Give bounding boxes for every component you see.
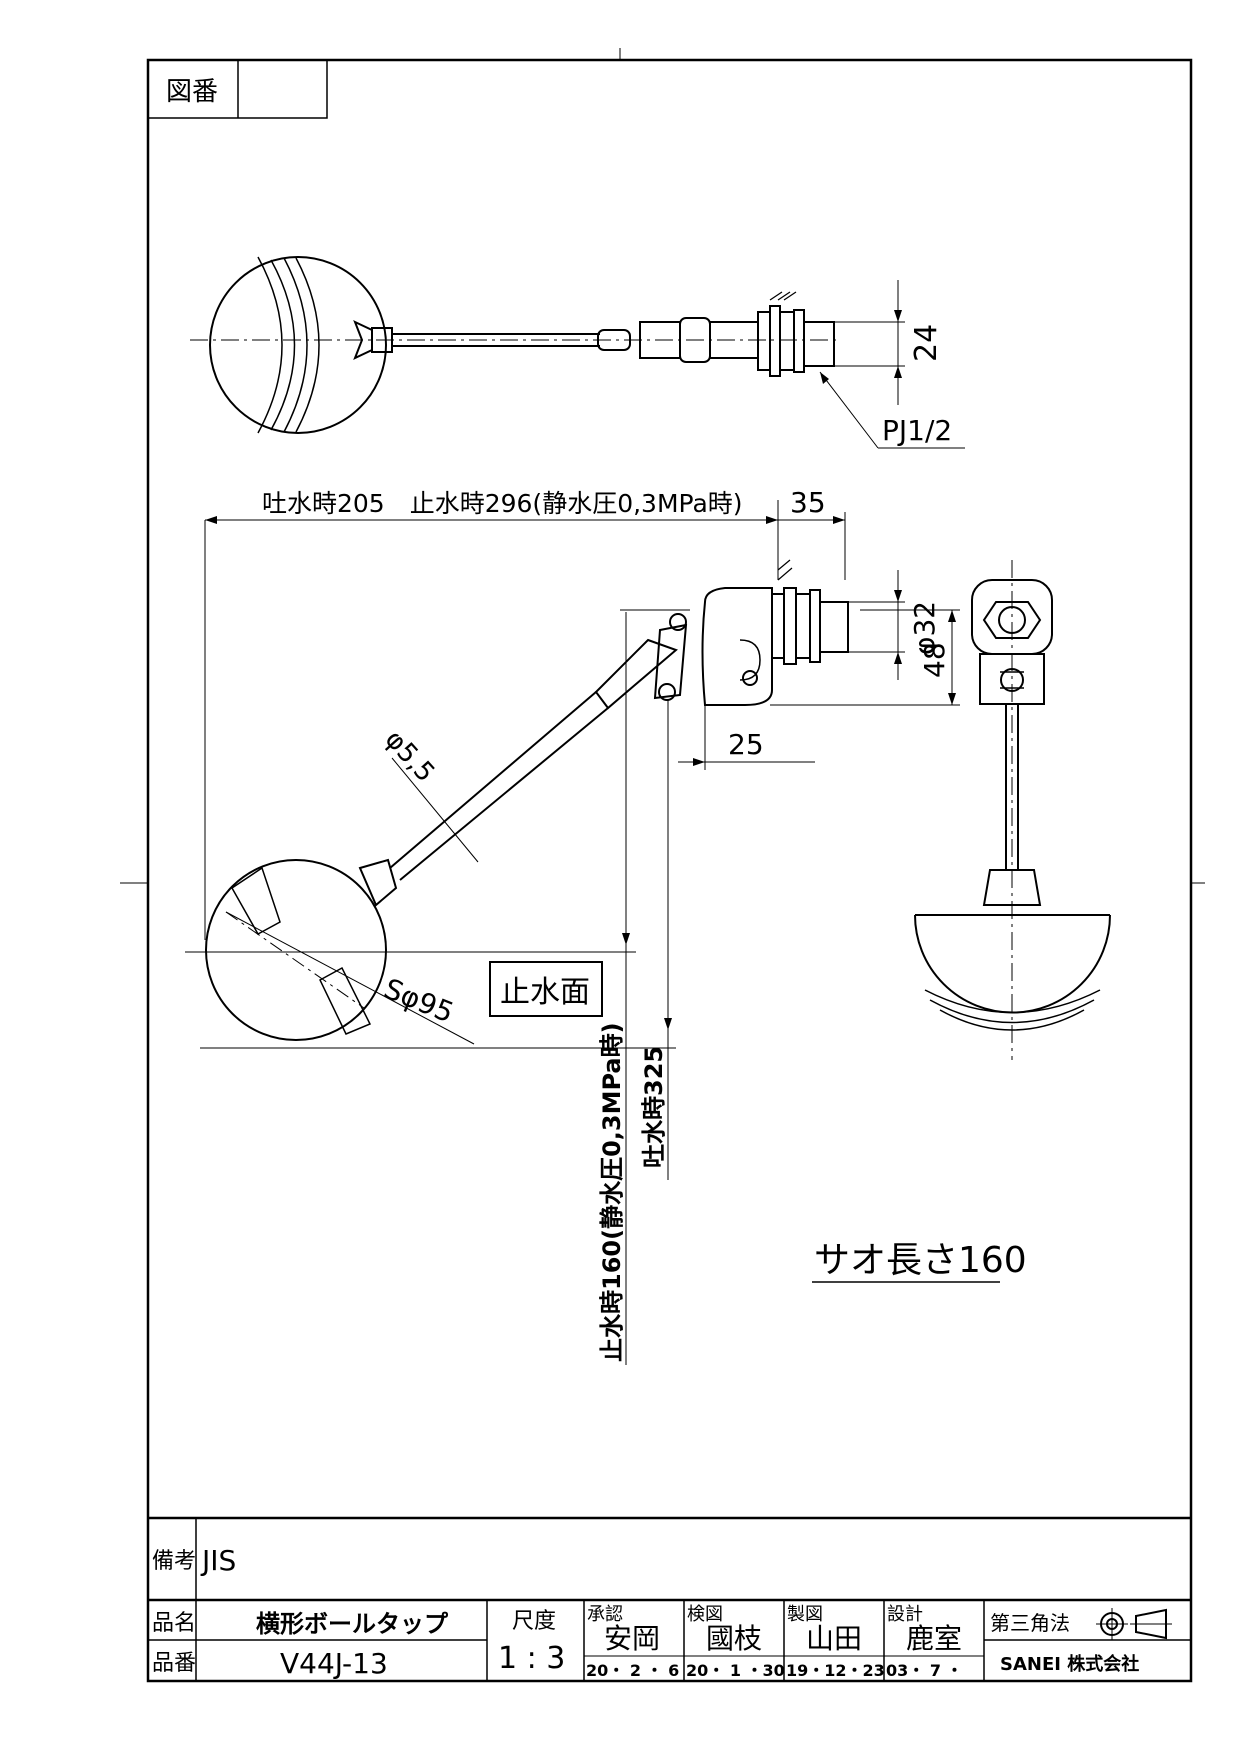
product-name-value: 横形ボールタップ <box>256 1610 449 1638</box>
drawing-border <box>146 58 1193 1683</box>
scale-label: 尺度 <box>512 1609 556 1634</box>
company-name: SANEI 株式会社 <box>1000 1653 1139 1675</box>
projection-label: 第三角法 <box>990 1611 1070 1635</box>
remarks-label: 備考 <box>152 1549 196 1574</box>
third-angle-projection-icon <box>1096 1608 1172 1640</box>
title-block: 備考 JIS 品名 横形ボールタップ 品番 V44J-13 尺度 1 : 3 承… <box>148 1516 1191 1681</box>
water-level-box <box>489 961 603 1017</box>
vertical-dimension-open: 吐水時325 <box>640 1046 668 1168</box>
drawing-number-box: 図番 <box>147 59 328 119</box>
product-name-label: 品名 <box>152 1611 196 1636</box>
designed-label: 設計 <box>887 1604 923 1625</box>
thread-callout: PJ1/2 <box>882 414 952 447</box>
vertical-dimension-closed: 止水時160(静水圧0,3MPa時) <box>598 1022 626 1362</box>
rod-diameter-dimension: φ5,5 <box>379 725 440 789</box>
part-number-value: V44J-13 <box>280 1647 388 1680</box>
part-number-label: 品番 <box>152 1651 196 1676</box>
horizontal-dimension: 吐水時205 止水時296(静水圧0,3MPa時) <box>262 489 743 518</box>
approved-name: 安岡 <box>604 1622 660 1655</box>
approved-date: 20・ 2 ・ 6 <box>586 1661 679 1680</box>
designed-name: 鹿室 <box>906 1622 962 1655</box>
scale-value: 1 : 3 <box>498 1641 565 1676</box>
height-dimension: 48 <box>918 642 951 678</box>
drawing-number-label: 図番 <box>166 77 218 107</box>
side-view <box>914 560 1111 1060</box>
approved-label: 承認 <box>587 1604 623 1625</box>
body-length-dimension: 35 <box>790 486 826 519</box>
rod-length-note: サオ長さ160 <box>814 1240 1027 1281</box>
thread-dimension-24: 24 <box>909 324 944 362</box>
offset-dimension: 25 <box>728 728 764 761</box>
water-level-label: 止水面 <box>500 975 590 1010</box>
checked-date: 20・ 1 ・30 <box>686 1661 785 1680</box>
checked-label: 検図 <box>687 1604 723 1625</box>
remarks-value: JIS <box>200 1544 236 1577</box>
ball-diameter-dimension: Sφ95 <box>379 972 458 1030</box>
drawn-date: 19・12・23 <box>786 1661 885 1680</box>
checked-name: 國枝 <box>706 1622 762 1655</box>
designed-date: 03・ 7 ・ <box>886 1661 963 1680</box>
front-view: 吐水時205 止水時296(静水圧0,3MPa時) 35 φ32 48 <box>185 486 960 1365</box>
drawn-label: 製図 <box>787 1604 823 1625</box>
top-view: 24 PJ1/2 <box>190 256 965 449</box>
drawn-name: 山田 <box>806 1622 862 1655</box>
